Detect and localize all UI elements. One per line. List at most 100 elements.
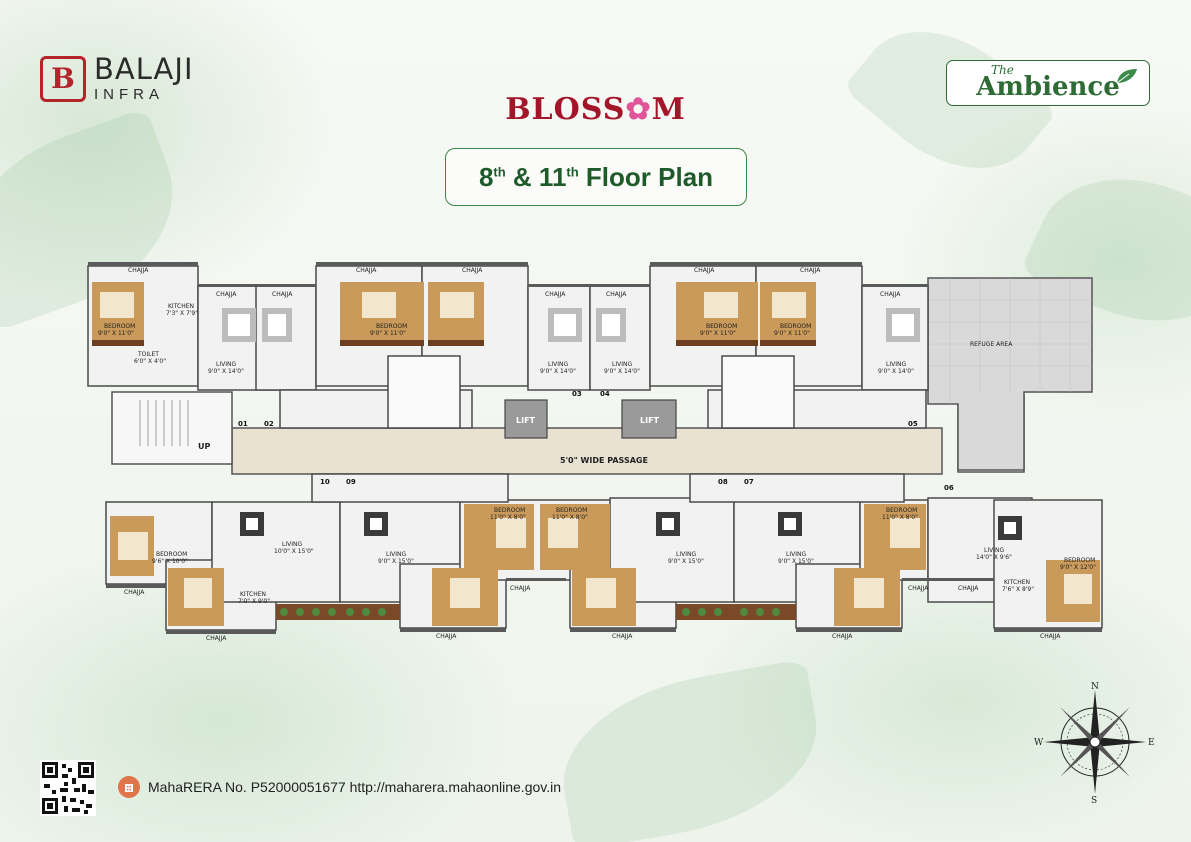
bedroom-size: 9'0" X 11'0" (700, 330, 736, 337)
kitchen-size: 7'3" X 7'9" (166, 310, 198, 317)
compass-w: W (1034, 738, 1044, 748)
balcony-plants (280, 608, 780, 616)
chajja-label: CHAJJA (612, 633, 633, 640)
living-size: 9'0" X 15'0" (778, 558, 814, 565)
compass-rose: N S E W (1034, 682, 1155, 804)
living-label: LIVING (282, 541, 302, 548)
project-name-pre: BLOSS (505, 92, 626, 127)
plan-title-end: Floor Plan (578, 161, 714, 192)
chajja-label: CHAJJA (462, 267, 483, 274)
balcony-planters (276, 604, 796, 620)
brand-name: BALAJI (94, 52, 194, 86)
kitchen-size: 7'6" X 8'9" (1002, 586, 1034, 593)
flat-number: 04 (600, 390, 610, 398)
bedroom-label: BEDROOM (886, 507, 917, 514)
bedroom-size: 9'0" X 11'0" (370, 330, 406, 337)
flat-number: 02 (264, 420, 274, 428)
bedroom-size: 9'0" X 12'0" (1060, 564, 1096, 571)
rera-text: MahaRERA No. P52000051677 http://maharer… (148, 779, 562, 795)
brand-mark-icon: B (40, 55, 86, 102)
building-icon (118, 776, 140, 798)
bedroom-size: 11'0" X 8'0" (552, 514, 588, 521)
chajja-label: CHAJJA (832, 633, 853, 640)
bottom-bedrooms (110, 504, 1100, 626)
qr-code (40, 760, 96, 816)
flat-number: 05 (908, 420, 918, 428)
void-top-left (387, 355, 461, 429)
project-name-post: M (651, 92, 686, 127)
toilet-size: 6'0" X 4'0" (134, 358, 166, 365)
leaf-icon (1116, 69, 1137, 84)
top-chajja (88, 262, 928, 287)
plan-title-mid: & 11 (505, 161, 567, 192)
flat-number: 08 (718, 478, 728, 486)
living-label: LIVING (676, 551, 696, 558)
compass-s: S (1091, 796, 1097, 804)
chajja-label: CHAJJA (1040, 633, 1061, 640)
flat-number: 03 (572, 390, 582, 398)
dining-table-tops (246, 518, 1016, 534)
living-label: LIVING (216, 361, 236, 368)
passage-label: 5'0" WIDE PASSAGE (560, 456, 648, 465)
chajja-label: CHAJJA (356, 267, 377, 274)
brand-subtitle: INFRA (94, 86, 164, 103)
compass-e: E (1148, 738, 1155, 748)
refuge-grid (928, 278, 1092, 404)
chajja-label: CHAJJA (206, 635, 227, 642)
flat-number: 01 (238, 420, 248, 428)
living-size: 9'0" X 14'0" (604, 368, 640, 375)
chajja-label: CHAJJA (606, 291, 627, 298)
living-label: LIVING (886, 361, 906, 368)
unit-bottom-3 (211, 501, 341, 603)
toilet-label: TOILET (137, 351, 159, 358)
plan-title: 8th & 11th Floor Plan (479, 162, 713, 193)
wardrobes-top (92, 340, 816, 346)
plan-title-a-sup: th (493, 163, 506, 179)
rera-info: MahaRERA No. P52000051677 http://maharer… (118, 776, 561, 798)
passage (231, 427, 943, 475)
living-label: LIVING (386, 551, 406, 558)
ambience-name: Ambience (976, 72, 1120, 102)
kitchen-label: KITCHEN (240, 591, 266, 598)
flat-number: 06 (944, 484, 954, 492)
bottom-chajja (106, 578, 1102, 634)
void-top-right (721, 355, 795, 429)
living-size: 9'0" X 14'0" (878, 368, 914, 375)
kitchen-label: KITCHEN (168, 303, 194, 310)
chajja-label: CHAJJA (216, 291, 237, 298)
bedroom-label: BEDROOM (494, 507, 525, 514)
kitchen-label: KITCHEN (1004, 579, 1030, 586)
bedroom-label: BEDROOM (1064, 557, 1095, 564)
bedroom-label: BEDROOM (104, 323, 135, 330)
bedroom-size: 11'0" X 8'0" (490, 514, 526, 521)
chajja-label: CHAJJA (545, 291, 566, 298)
plan-title-frame: 8th & 11th Floor Plan (445, 148, 747, 206)
chajja-label: CHAJJA (124, 589, 145, 596)
bedroom-size: 11'0" X 8'0" (882, 514, 918, 521)
flat-number: 07 (744, 478, 754, 486)
chajja-label: CHAJJA (272, 291, 293, 298)
bedroom-label: BEDROOM (556, 507, 587, 514)
core-bottom-left (311, 473, 509, 503)
lift-right (621, 399, 677, 439)
living-size: 14'0" X 9'6" (976, 554, 1012, 561)
bedroom-label: BEDROOM (780, 323, 811, 330)
bedroom-size: 9'0" X 11'0" (774, 330, 810, 337)
flat-number: 10 (320, 478, 330, 486)
living-size: 9'0" X 14'0" (208, 368, 244, 375)
bedroom-size: 9'6" X 10'0" (152, 558, 188, 565)
chajja-label: CHAJJA (908, 585, 929, 592)
compass-n: N (1091, 682, 1099, 692)
living-size: 9'0" X 15'0" (668, 558, 704, 565)
ambience-the: The (991, 63, 1014, 77)
chajja-label: CHAJJA (436, 633, 457, 640)
chajja-label: CHAJJA (958, 585, 979, 592)
bedroom-size: 9'0" X 11'0" (98, 330, 134, 337)
chajja-label: CHAJJA (800, 267, 821, 274)
top-bedrooms (92, 282, 816, 340)
living-label: LIVING (786, 551, 806, 558)
chajja-label: CHAJJA (880, 291, 901, 298)
the-ambience-logo: The Ambience (946, 60, 1150, 106)
living-label: LIVING (984, 547, 1004, 554)
